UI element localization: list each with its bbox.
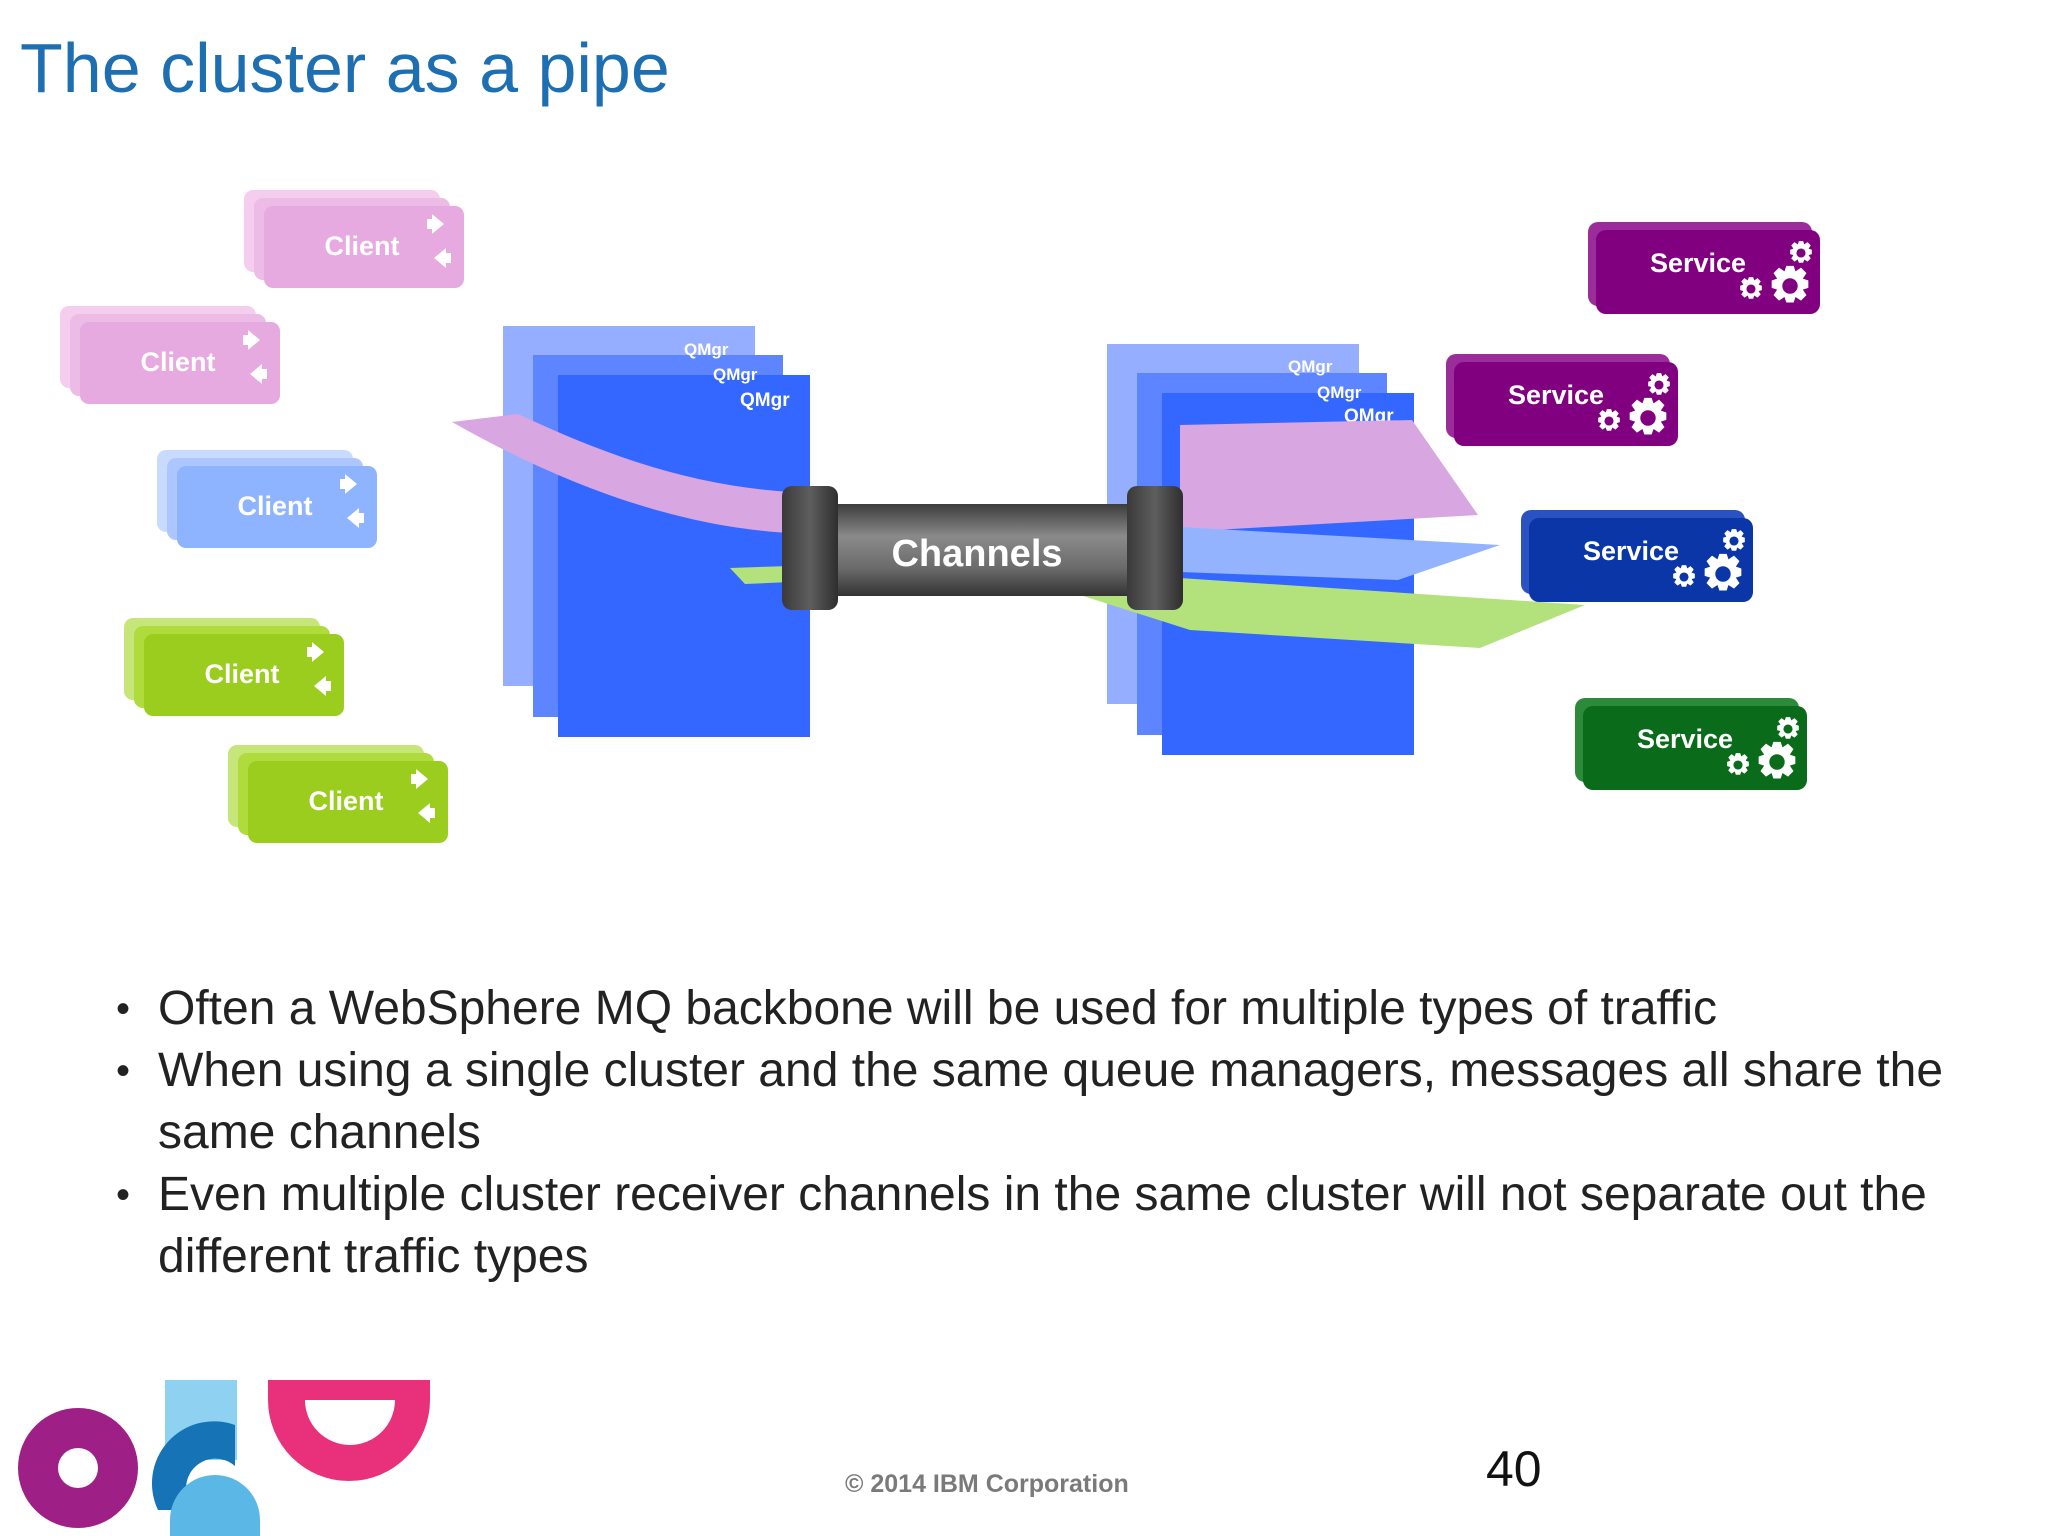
client-green-2: Client (228, 745, 448, 843)
right-qmgr-label-1: QMgr (1288, 357, 1333, 376)
client-label: Client (140, 347, 215, 377)
green-traffic-left (730, 566, 790, 584)
client-label: Client (308, 786, 383, 816)
client-light-blue: Client (157, 450, 377, 548)
bullet-item: Often a WebSphere MQ backbone will be us… (116, 978, 1996, 1040)
client-pink-1: Client (244, 190, 464, 288)
client-arrow-right-icon (427, 214, 444, 234)
green-traffic-right (1080, 578, 1585, 648)
gear-icon (1771, 265, 1809, 303)
right-qmgr-label-2: QMgr (1317, 383, 1362, 402)
service-label: Service (1583, 536, 1679, 566)
pink-traffic-right (1180, 420, 1478, 532)
channels-label: Channels (891, 533, 1062, 575)
gear-icon (1723, 529, 1745, 551)
client-label: Client (237, 491, 312, 521)
client-arrow-left-icon (347, 508, 364, 528)
gear-icon (1727, 753, 1749, 775)
service-dark-blue: Service (1521, 510, 1753, 602)
service-label: Service (1637, 724, 1733, 754)
gear-icon (1777, 717, 1799, 739)
slide-title: The cluster as a pipe (20, 29, 670, 107)
left-qmgr-label-2: QMgr (713, 365, 758, 384)
left-qmgr-front (558, 375, 810, 737)
bullet-item: When using a single cluster and the same… (116, 1040, 1996, 1164)
gear-icon (1598, 409, 1620, 431)
client-label: Client (204, 659, 279, 689)
service-label: Service (1508, 380, 1604, 410)
bullet-list: Often a WebSphere MQ backbone will be us… (116, 978, 1996, 1288)
bullet-item: Even multiple cluster receiver channels … (116, 1164, 1996, 1288)
cluster-diagram: QMgr QMgr QMgr QMgr QMgr QMgr Channels (60, 190, 1820, 843)
client-arrow-left-icon (314, 676, 331, 696)
gear-icon (1758, 741, 1796, 779)
gear-icon (1704, 553, 1742, 591)
gear-icon (1790, 241, 1812, 263)
client-pink-2: Client (60, 306, 280, 404)
client-arrow-right-icon (340, 474, 357, 494)
gear-icon (1673, 565, 1695, 587)
blue-traffic-right (1180, 527, 1500, 580)
service-purple-1: Service (1588, 222, 1820, 314)
client-arrow-left-icon (418, 803, 435, 823)
left-qmgr-stack: QMgr QMgr QMgr (503, 326, 810, 737)
client-arrow-right-icon (411, 769, 428, 789)
client-arrow-right-icon (307, 642, 324, 662)
channels-pipe: Channels (782, 486, 1183, 610)
service-dark-green: Service (1575, 698, 1807, 790)
gear-icon (1648, 373, 1670, 395)
client-arrow-left-icon (250, 364, 267, 384)
ibm-conference-logo (18, 1380, 430, 1536)
gear-icon (1740, 277, 1762, 299)
left-qmgr-label-3: QMgr (740, 390, 790, 411)
pipe-left-cap (782, 486, 838, 610)
pipe-right-cap (1127, 486, 1183, 610)
page-number: 40 (1486, 1441, 1542, 1497)
logo-teal-shape (170, 1475, 260, 1536)
client-label: Client (324, 231, 399, 261)
client-arrow-left-icon (434, 248, 451, 268)
left-qmgr-label-1: QMgr (684, 340, 729, 359)
pink-traffic-left (452, 414, 790, 533)
pipe-body (815, 504, 1155, 596)
client-green-1: Client (124, 618, 344, 716)
gear-icon (1629, 397, 1667, 435)
client-arrow-right-icon (243, 330, 260, 350)
service-label: Service (1650, 248, 1746, 278)
copyright: © 2014 IBM Corporation (845, 1470, 1129, 1498)
logo-dark-blue-arc (151, 1421, 235, 1510)
service-purple-2: Service (1446, 354, 1678, 446)
